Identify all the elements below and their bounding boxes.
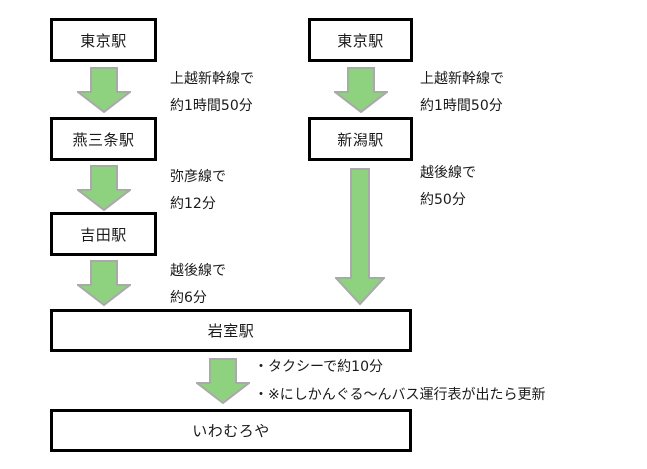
station-label: 吉田駅 [80, 225, 127, 244]
segment-line: 約1時間50分 [420, 98, 503, 114]
station-label: 燕三条駅 [72, 130, 135, 149]
segment-label-joetsu-right: 上越新幹線で 約1時間50分 [420, 66, 504, 120]
segment-line: 約12分 [170, 196, 216, 212]
down-arrow-icon [77, 67, 131, 113]
note-line-bus: ・※にしかんぐる～んバス運行表が出たら更新 [254, 387, 546, 403]
segment-label-joetsu-left: 上越新幹線で 約1時間50分 [170, 66, 254, 120]
segment-label-echigo-left: 越後線で 約6分 [170, 258, 226, 312]
segment-label-echigo-right: 越後線で 約50分 [420, 160, 476, 214]
down-arrow-icon [77, 260, 131, 306]
station-box-tokyo-left: 東京駅 [50, 18, 157, 62]
station-label: 岩室駅 [207, 322, 255, 340]
station-label: 新潟駅 [337, 130, 384, 149]
destination-box-iwamuroya: いわむろや [50, 409, 412, 452]
segment-line: 約1時間50分 [170, 98, 253, 114]
station-label: 東京駅 [80, 31, 127, 50]
down-arrow-icon [77, 165, 131, 211]
down-arrow-icon [334, 67, 388, 113]
station-box-tokyo-right: 東京駅 [308, 18, 413, 62]
segment-line: 越後線で [170, 263, 226, 279]
segment-line: 約50分 [420, 192, 466, 208]
station-box-yoshida: 吉田駅 [50, 212, 157, 256]
segment-line: 弥彦線で [170, 169, 226, 185]
station-box-niigata: 新潟駅 [308, 117, 413, 161]
destination-label: いわむろや [192, 422, 270, 440]
final-leg-notes: ・タクシーで約10分 ・※にしかんぐる～んバス運行表が出たら更新 [254, 353, 545, 409]
down-arrow-icon [196, 358, 250, 404]
note-line-taxi: ・タクシーで約10分 [254, 359, 383, 375]
segment-label-yahiko: 弥彦線で 約12分 [170, 164, 226, 218]
segment-line: 約6分 [170, 290, 207, 306]
station-box-iwamuro: 岩室駅 [50, 309, 412, 352]
down-arrow-long-icon [335, 168, 385, 306]
segment-line: 上越新幹線で [420, 71, 504, 87]
segment-line: 上越新幹線で [170, 71, 254, 87]
segment-line: 越後線で [420, 165, 476, 181]
station-box-tsubamesanjo: 燕三条駅 [50, 117, 157, 161]
station-label: 東京駅 [337, 31, 384, 50]
